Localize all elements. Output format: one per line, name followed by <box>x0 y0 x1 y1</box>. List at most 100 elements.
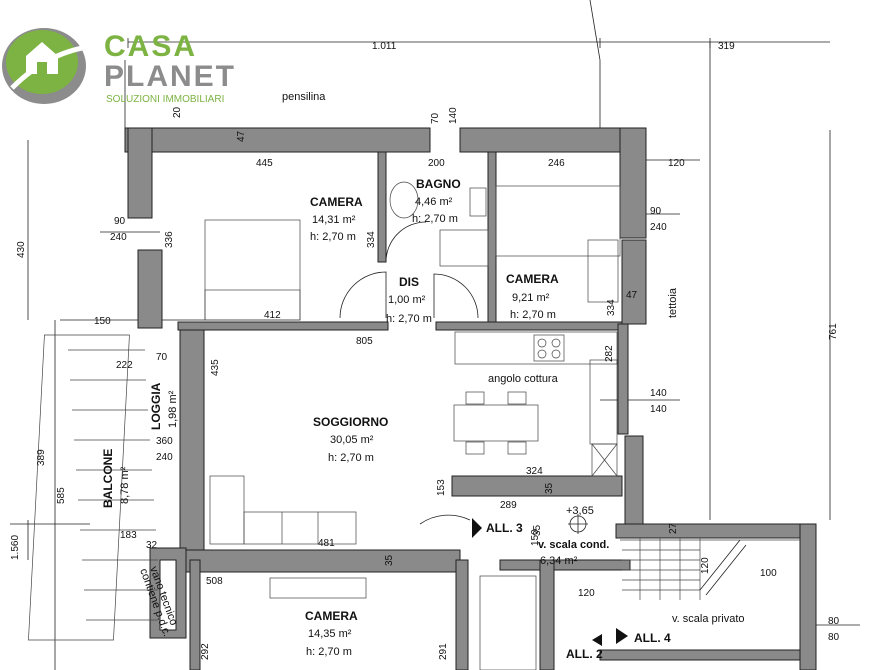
dim-761: 761 <box>828 323 839 340</box>
dim-334b: 334 <box>606 299 617 316</box>
room-area: 14,31 m² <box>312 214 356 226</box>
dim-35c: 35 <box>384 554 395 566</box>
room-height: h: 2,70 m <box>310 231 356 243</box>
dim-200: 200 <box>428 158 445 169</box>
marker-all2: ALL. 2 <box>566 647 603 661</box>
dim-240b: 240 <box>650 222 667 233</box>
room-dis: DIS 1,00 m² h: 2,70 m <box>386 275 432 325</box>
dim-80b: 80 <box>828 632 840 643</box>
logo-house-icon <box>26 42 58 74</box>
dim-292: 292 <box>200 643 211 660</box>
room-area: 1,00 m² <box>388 294 426 306</box>
dim-100: 100 <box>760 568 777 579</box>
dim-35b: 35 <box>532 524 543 536</box>
dim-70: 70 <box>430 112 441 124</box>
dim-508: 508 <box>206 576 223 587</box>
dim-291: 291 <box>438 643 449 660</box>
dim-35a: 35 <box>544 482 555 494</box>
marker-all3: ALL. 3 <box>486 521 523 535</box>
dim-246: 246 <box>548 158 565 169</box>
room-height: h: 2,70 m <box>386 313 432 325</box>
room-scala-cond: v. scala cond. 6,34 m² <box>538 539 609 567</box>
marker-all4: ALL. 4 <box>634 631 671 645</box>
room-area: 14,35 m² <box>308 628 352 640</box>
dim-445: 445 <box>256 158 273 169</box>
room-height: h: 2,70 m <box>328 452 374 464</box>
room-name: v. scala cond. <box>538 539 609 551</box>
dim-120c: 120 <box>578 588 595 599</box>
dim-47b: 47 <box>626 290 638 301</box>
room-name: SOGGIORNO <box>313 415 388 429</box>
dim-324: 324 <box>526 466 543 477</box>
dim-289: 289 <box>500 500 517 511</box>
dim-805: 805 <box>356 336 373 347</box>
dim-282: 282 <box>604 345 615 362</box>
dim-412: 412 <box>264 310 281 321</box>
dimension-lines <box>10 0 860 670</box>
dim-47a: 47 <box>236 130 247 142</box>
casa-planet-logo: CASA PLANET SOLUZIONI IMMOBILIARI <box>2 28 236 105</box>
dim-140c: 140 <box>650 404 667 415</box>
room-camera-3: CAMERA 14,35 m² h: 2,70 m <box>305 609 358 658</box>
dim-389: 389 <box>36 449 47 466</box>
room-name: LOGGIA <box>149 382 163 430</box>
dim-153: 153 <box>436 479 447 496</box>
dim-1011: 1.011 <box>372 41 397 52</box>
room-name: CAMERA <box>305 609 358 623</box>
room-name: BAGNO <box>416 177 461 191</box>
dim-183: 183 <box>120 530 137 541</box>
logo-line1: CASA <box>104 30 197 63</box>
quota-label: +3,65 <box>566 505 594 517</box>
room-bagno: BAGNO 4,46 m² h: 2,70 m <box>412 177 461 225</box>
dim-32: 32 <box>146 540 158 551</box>
dim-80a: 80 <box>828 616 840 627</box>
pensilina-label: pensilina <box>282 91 326 103</box>
dim-120b: 120 <box>700 557 711 574</box>
room-area: 1,98 m² <box>167 390 179 428</box>
dim-481: 481 <box>318 538 335 549</box>
angolo-cottura-label: angolo cottura <box>488 373 559 385</box>
room-area: 30,05 m² <box>330 434 374 446</box>
dim-222: 222 <box>116 360 133 371</box>
room-camera-1: CAMERA 14,31 m² h: 2,70 m <box>310 195 363 243</box>
scala-privato-label: v. scala privato <box>672 613 745 625</box>
dim-27: 27 <box>668 522 679 534</box>
dim-430: 430 <box>16 241 27 258</box>
room-area: 8,78 m² <box>119 466 131 504</box>
dim-336: 336 <box>164 231 175 248</box>
dim-334a: 334 <box>366 231 377 248</box>
dim-70b: 70 <box>156 352 168 363</box>
dim-120a: 120 <box>668 158 685 169</box>
dim-240c: 240 <box>156 452 173 463</box>
room-soggiorno: SOGGIORNO 30,05 m² h: 2,70 m <box>313 415 388 464</box>
room-name: CAMERA <box>310 195 363 209</box>
tettoia-label: tettoia <box>667 287 679 318</box>
room-area: 4,46 m² <box>415 196 453 208</box>
room-area: 6,34 m² <box>540 555 578 567</box>
room-name: DIS <box>399 275 419 289</box>
dim-140a: 140 <box>448 107 459 124</box>
dim-90a: 90 <box>114 216 126 227</box>
room-camera-2: CAMERA 9,21 m² h: 2,70 m <box>506 272 559 321</box>
dim-20: 20 <box>172 106 183 118</box>
dim-1560: 1.560 <box>10 535 21 560</box>
room-name: CAMERA <box>506 272 559 286</box>
room-loggia: LOGGIA 1,98 m² <box>149 382 179 430</box>
dim-435: 435 <box>210 359 221 376</box>
dim-240a: 240 <box>110 232 127 243</box>
room-height: h: 2,70 m <box>306 646 352 658</box>
room-balcone: BALCONE 8,78 m² <box>101 449 131 508</box>
room-name: BALCONE <box>101 449 115 508</box>
walls <box>124 127 817 670</box>
logo-line2: PLANET <box>104 60 236 93</box>
room-area: 9,21 m² <box>512 292 550 304</box>
dim-140b: 140 <box>650 388 667 399</box>
dim-90b: 90 <box>650 206 662 217</box>
dim-360: 360 <box>156 436 173 447</box>
fixtures <box>28 181 800 670</box>
dim-585: 585 <box>56 487 67 504</box>
room-height: h: 2,70 m <box>510 309 556 321</box>
logo-tagline: SOLUZIONI IMMOBILIARI <box>106 94 224 105</box>
